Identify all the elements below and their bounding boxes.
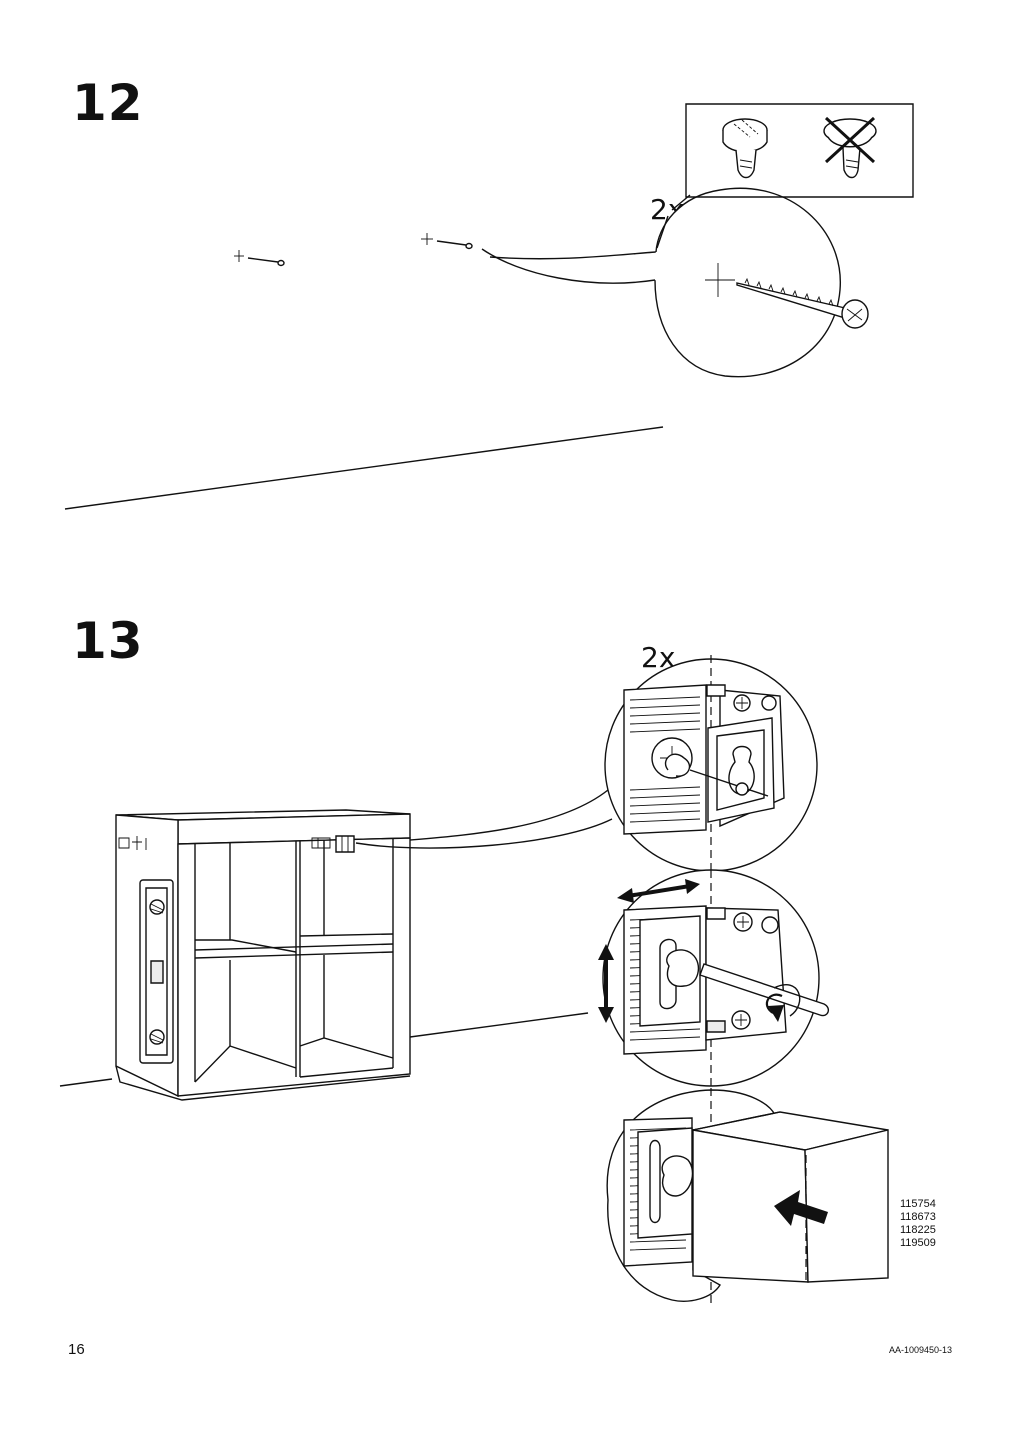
wall-screw-left <box>234 250 284 266</box>
document-code: AA-1009450-13 <box>889 1345 953 1355</box>
step-12-number: 12 <box>72 74 144 132</box>
floor-line <box>65 427 663 509</box>
screw-head-info-box <box>686 104 913 197</box>
screw-detail-callout <box>482 188 868 376</box>
part-number-2: 118673 <box>900 1211 936 1223</box>
floor-line-left <box>60 1079 112 1086</box>
step-13-number: 13 <box>72 612 144 670</box>
part-number-1: 115754 <box>900 1198 936 1210</box>
wall-screw-right <box>421 233 472 249</box>
horizontal-adjust-arrow-icon <box>617 879 700 903</box>
shelving-unit <box>116 810 410 1100</box>
correct-screw-head-icon <box>723 119 767 178</box>
screw-detail-icon <box>705 263 868 328</box>
wrong-screw-head-icon <box>824 118 876 178</box>
spirit-level-icon <box>140 880 173 1063</box>
part-number-4: 119509 <box>900 1237 936 1249</box>
bracket-detail-3-insert <box>607 1088 888 1306</box>
insert-part-numbers: 115754 118673 118225 119509 <box>900 1198 936 1250</box>
wall-line <box>410 1013 588 1037</box>
page-number: 16 <box>68 1341 85 1358</box>
push-arrow-icon <box>774 1190 828 1226</box>
part-number-3: 118225 <box>900 1224 936 1236</box>
vertical-adjust-arrow-icon <box>598 944 614 1023</box>
bracket-detail-2-adjust <box>603 870 828 1086</box>
bracket-detail-1 <box>605 655 817 871</box>
